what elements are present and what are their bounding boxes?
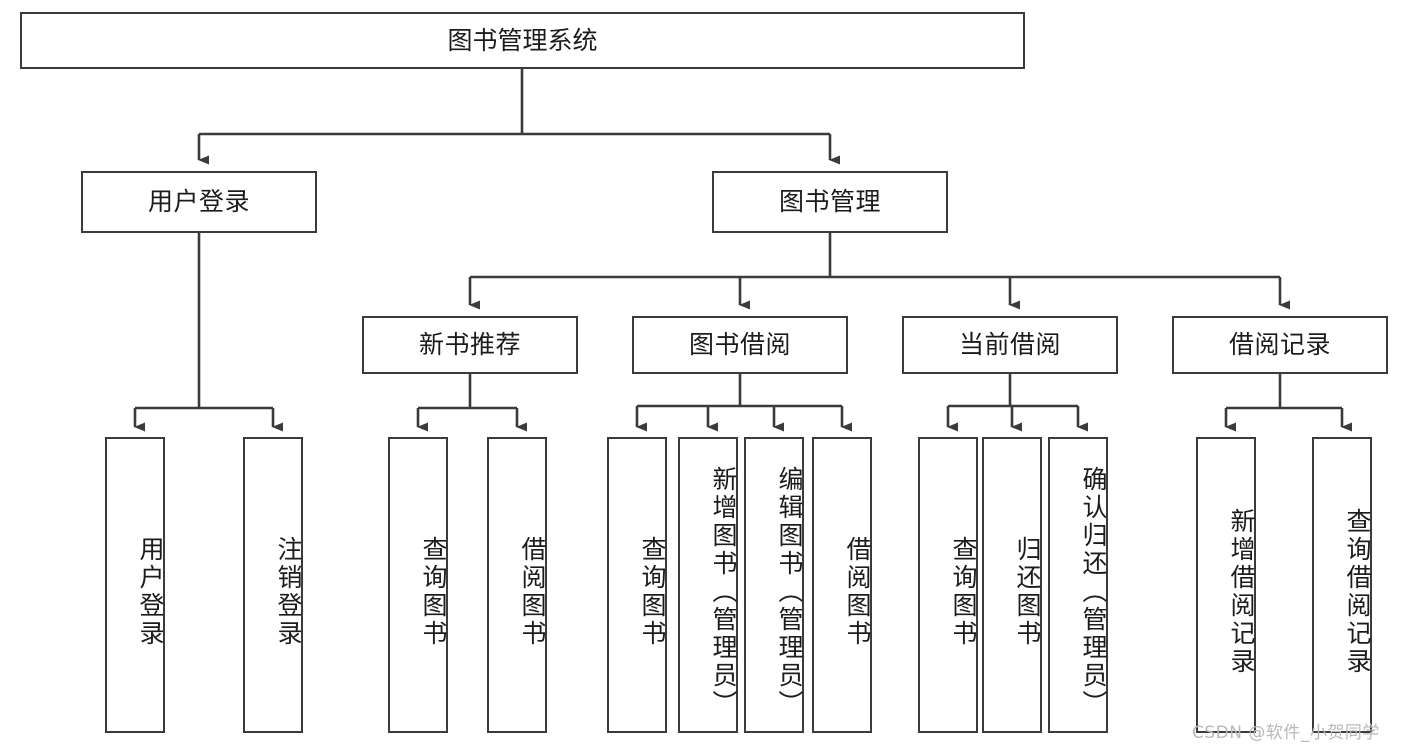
node-new-book-recommend-label: 新书推荐 xyxy=(418,330,521,360)
leaf-query-book-recommend[interactable]: 查询图书 xyxy=(388,437,448,733)
node-root-system[interactable]: 图书管理系统 xyxy=(20,12,1025,69)
node-book-management-label: 图书管理 xyxy=(778,187,881,217)
node-user-login[interactable]: 用户登录 xyxy=(81,171,317,233)
leaf-query-book-borrow-label: 查询图书 xyxy=(638,536,667,648)
leaf-add-book-admin-label: 新增图书（管理员） xyxy=(709,466,738,718)
leaf-confirm-return-admin-label: 确认归还（管理员） xyxy=(1079,466,1108,718)
node-borrow-record-label: 借阅记录 xyxy=(1228,330,1331,360)
node-root-label: 图书管理系统 xyxy=(447,25,598,55)
leaf-query-borrow-record[interactable]: 查询借阅记录 xyxy=(1312,437,1372,733)
node-current-borrow[interactable]: 当前借阅 xyxy=(902,316,1118,374)
node-book-management[interactable]: 图书管理 xyxy=(712,171,948,233)
leaf-return-book-label: 归还图书 xyxy=(1013,536,1042,648)
leaf-logout-login[interactable]: 注销登录 xyxy=(243,437,303,733)
node-book-borrow-label: 图书借阅 xyxy=(688,330,791,360)
leaf-edit-book-admin[interactable]: 编辑图书（管理员） xyxy=(744,437,804,733)
leaf-borrow-book-label: 借阅图书 xyxy=(843,536,872,648)
leaf-edit-book-admin-label: 编辑图书（管理员） xyxy=(775,466,804,718)
watermark-csdn: CSDN @软件_小贺同学 xyxy=(1192,723,1380,743)
leaf-confirm-return-admin[interactable]: 确认归还（管理员） xyxy=(1048,437,1108,733)
leaf-query-borrow-record-label: 查询借阅记录 xyxy=(1343,508,1372,676)
leaf-borrow-book-recommend-label: 借阅图书 xyxy=(518,536,547,648)
leaf-query-book-current-label: 查询图书 xyxy=(949,536,978,648)
leaf-borrow-book[interactable]: 借阅图书 xyxy=(812,437,872,733)
node-new-book-recommend[interactable]: 新书推荐 xyxy=(362,316,578,374)
leaf-user-login[interactable]: 用户登录 xyxy=(105,437,165,733)
leaf-query-book-current[interactable]: 查询图书 xyxy=(918,437,978,733)
leaf-return-book[interactable]: 归还图书 xyxy=(982,437,1042,733)
leaf-add-book-admin[interactable]: 新增图书（管理员） xyxy=(678,437,738,733)
leaf-user-login-label: 用户登录 xyxy=(136,536,165,648)
leaf-query-book-recommend-label: 查询图书 xyxy=(419,536,448,648)
node-current-borrow-label: 当前借阅 xyxy=(958,330,1061,360)
leaf-borrow-book-recommend[interactable]: 借阅图书 xyxy=(487,437,547,733)
node-user-login-label: 用户登录 xyxy=(147,187,250,217)
leaf-add-borrow-record[interactable]: 新增借阅记录 xyxy=(1196,437,1256,733)
node-borrow-record[interactable]: 借阅记录 xyxy=(1172,316,1388,374)
leaf-add-borrow-record-label: 新增借阅记录 xyxy=(1227,508,1256,676)
leaf-query-book-borrow[interactable]: 查询图书 xyxy=(607,437,667,733)
node-book-borrow[interactable]: 图书借阅 xyxy=(632,316,848,374)
leaf-logout-login-label: 注销登录 xyxy=(274,536,303,648)
